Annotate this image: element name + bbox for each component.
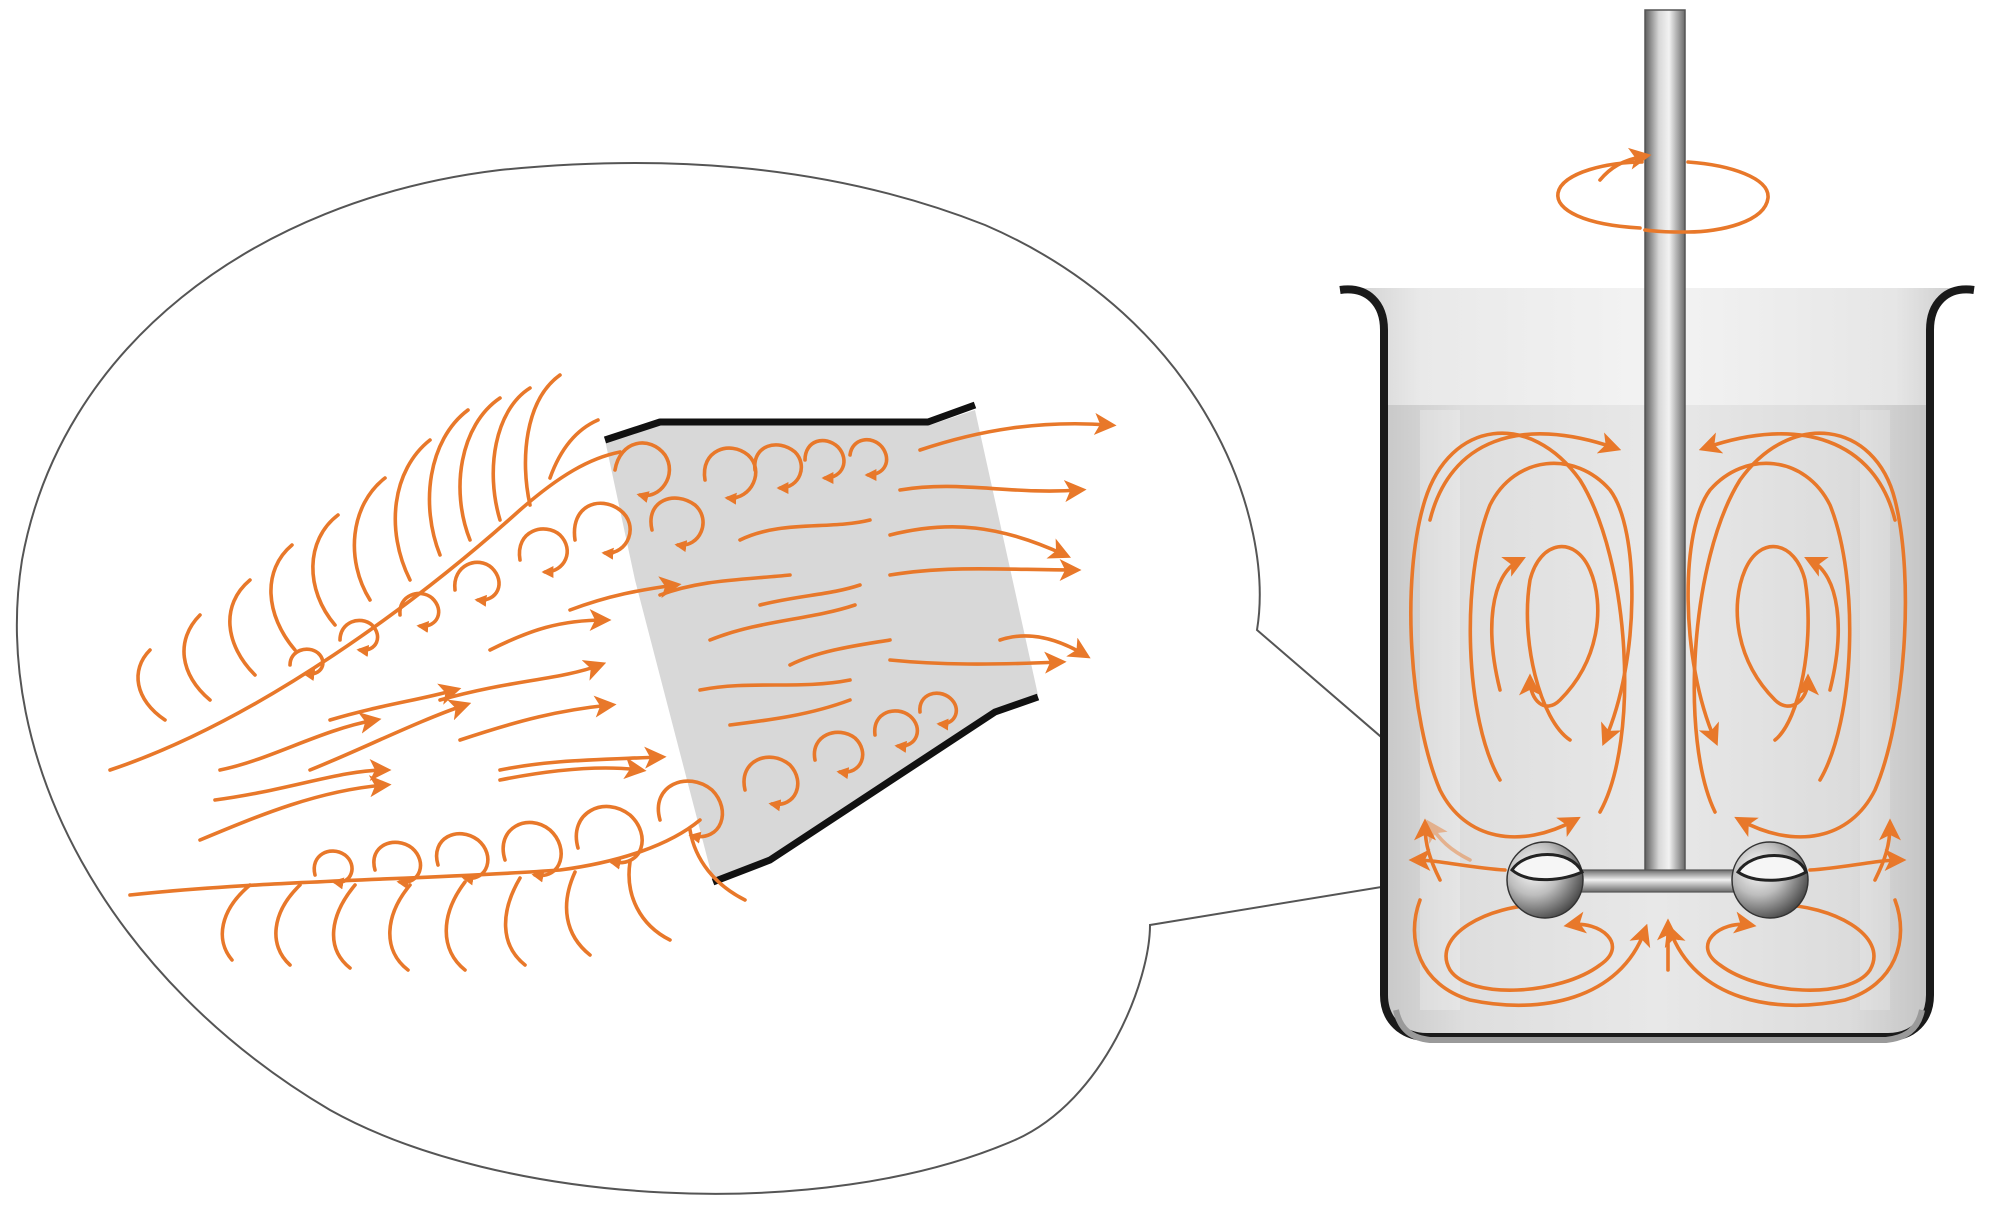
rotation-arrow-icon — [1556, 147, 1770, 234]
flow-loop-left-mid — [1468, 461, 1634, 782]
flow-loop-right-inner — [1735, 544, 1819, 742]
flow-bottom-left-outer — [1412, 898, 1651, 1008]
flow-jet-left — [1408, 849, 1507, 872]
flow-loop-right-mid — [1686, 461, 1852, 782]
flow-loop-right-top — [1698, 432, 1897, 522]
shear-layer-upper — [108, 450, 622, 772]
beaker-bottom-shadow — [1393, 1009, 1925, 1043]
shear-layer-lower — [128, 818, 702, 897]
flow-loop-left-outer — [1409, 431, 1627, 839]
impeller-arm — [1559, 869, 1761, 893]
lower-vortices — [312, 691, 959, 890]
blade-top-edge — [603, 401, 977, 444]
flow-loop-left-inner — [1519, 544, 1600, 742]
impeller-blade-left — [1506, 841, 1585, 919]
upper-fringe — [136, 373, 600, 722]
flow-loop-left-top — [1428, 432, 1622, 522]
streamlines — [198, 412, 1117, 842]
impeller-blade-right — [1731, 841, 1809, 919]
stirrer — [1506, 9, 1809, 919]
liquid-highlight-right — [1860, 410, 1890, 1010]
flow-jet-right — [1808, 849, 1907, 872]
flow-bottom-right-loop — [1705, 903, 1876, 992]
flow-loop-right-center — [1804, 557, 1840, 692]
flow-jet-right-up — [1873, 818, 1901, 882]
liquid-highlight-left — [1420, 410, 1460, 1010]
beaker-flow-pattern — [1408, 431, 1908, 1008]
flow-bottom-right-outer — [1664, 898, 1903, 1008]
flow-bottom-left-loop — [1444, 903, 1615, 992]
flow-jet-left-up — [1414, 818, 1442, 882]
flow-loop-right-outer — [1692, 431, 1908, 839]
magnified-flow-pattern — [108, 373, 1117, 972]
blade-bottom-edge — [711, 693, 1040, 886]
upper-vortices — [288, 437, 889, 681]
flow-loop-left-center — [1490, 557, 1526, 692]
stirrer-shaft — [1644, 9, 1686, 873]
flow-jet-faint — [1426, 819, 1472, 862]
